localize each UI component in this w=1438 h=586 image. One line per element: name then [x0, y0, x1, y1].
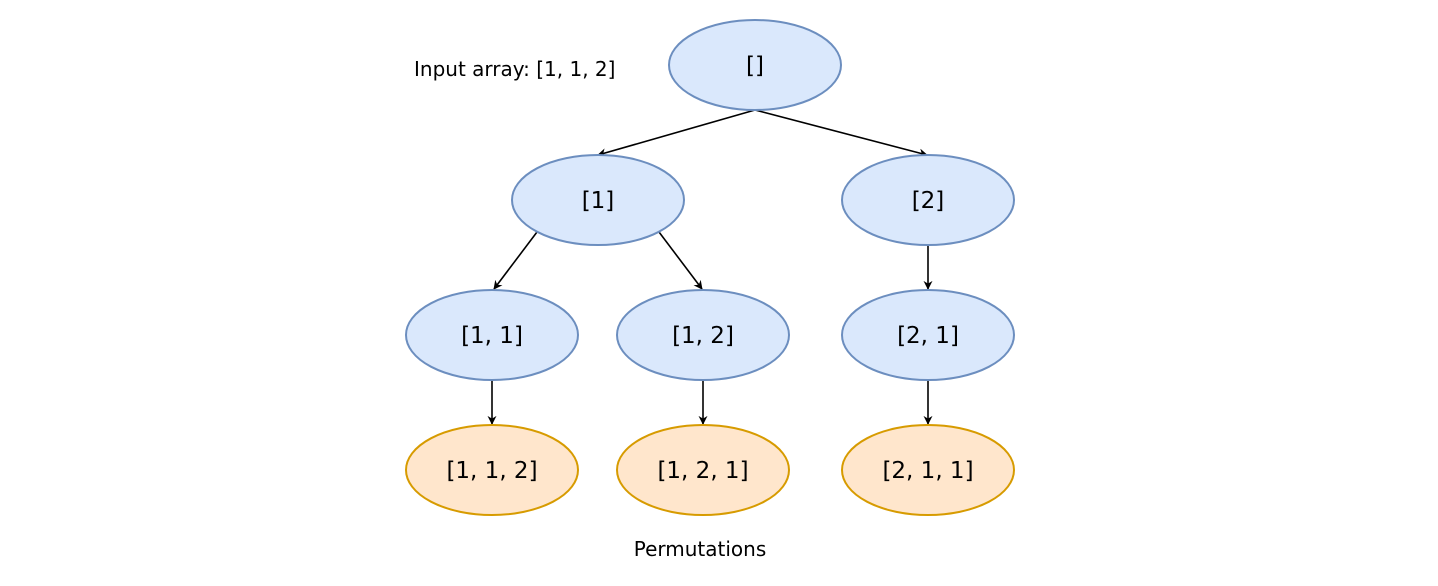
edge-1-to-11	[493, 231, 538, 290]
node-2-1: [2, 1]	[841, 289, 1015, 381]
node-1-2: [1, 2]	[616, 289, 790, 381]
node-1-1-label: [1, 1]	[461, 323, 523, 349]
result-2-1-1-label: [2, 1, 1]	[882, 458, 973, 484]
result-2-1-1: [2, 1, 1]	[841, 424, 1015, 516]
node-2-1-label: [2, 1]	[897, 323, 959, 349]
permutations-caption: Permutations	[634, 537, 767, 561]
node-root: []	[668, 19, 842, 111]
node-1-2-label: [1, 2]	[672, 323, 734, 349]
node-1-1: [1, 1]	[405, 289, 579, 381]
node-root-label: []	[746, 53, 764, 79]
result-1-1-2-label: [1, 1, 2]	[446, 458, 537, 484]
result-1-2-1: [1, 2, 1]	[616, 424, 790, 516]
edges	[487, 109, 933, 425]
edge-1-to-12	[658, 231, 703, 290]
node-1: [1]	[511, 154, 685, 246]
input-array-label: Input array: [1, 1, 2]	[414, 57, 615, 81]
edge-root-to-1	[597, 109, 756, 158]
result-1-2-1-label: [1, 2, 1]	[657, 458, 748, 484]
node-1-label: [1]	[582, 188, 615, 214]
edge-root-to-2	[754, 109, 928, 158]
result-1-1-2: [1, 1, 2]	[405, 424, 579, 516]
node-2-label: [2]	[912, 188, 945, 214]
node-2: [2]	[841, 154, 1015, 246]
